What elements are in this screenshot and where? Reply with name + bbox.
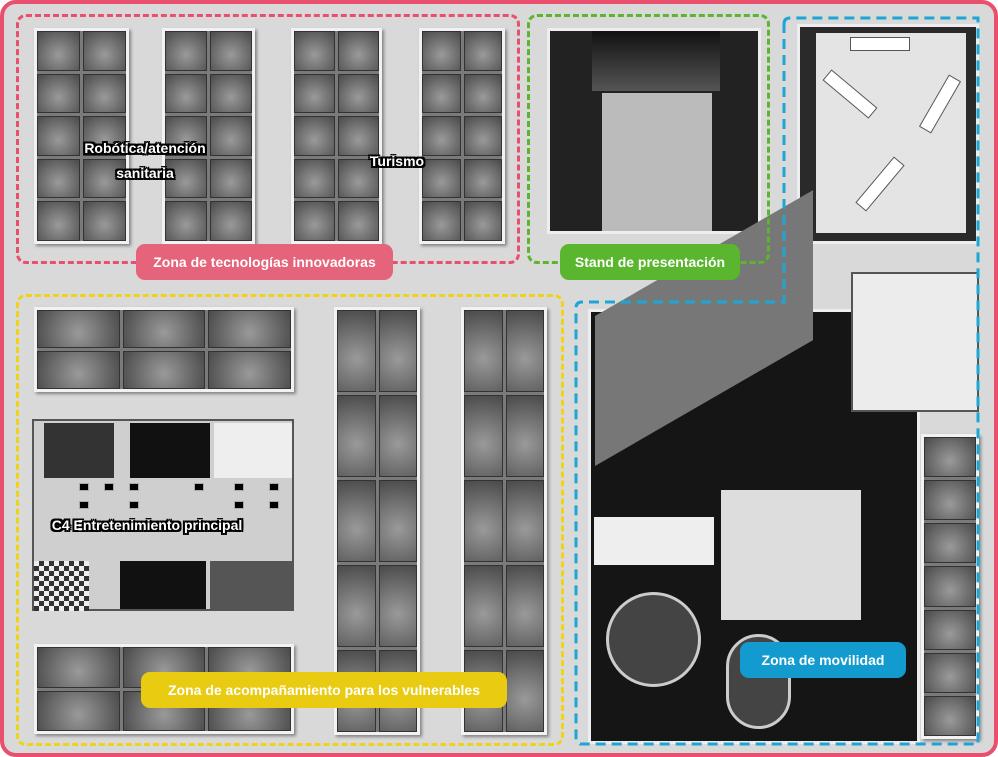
booth-robotics-1 xyxy=(34,28,129,244)
booth-vulnerable-top xyxy=(34,307,294,392)
area-label-tourism: Turismo xyxy=(369,153,425,169)
mobility-white-room xyxy=(851,272,979,412)
zone-label-mobility: Zona de movilidad xyxy=(740,642,906,678)
zone-vulnerable-outline xyxy=(16,294,564,746)
zone-mobility-outline xyxy=(574,16,980,746)
lounge-room xyxy=(797,24,979,244)
booth-tourism-1 xyxy=(291,28,382,244)
area-label-robotics: Robótica/atención sanitaria xyxy=(84,140,206,181)
booth-column-1 xyxy=(334,307,420,735)
zone-label-tech: Zona de tecnologías innovadoras xyxy=(136,244,393,280)
booth-robotics-2 xyxy=(162,28,255,244)
zone-label-stand: Stand de presentación xyxy=(560,244,740,280)
presentation-stand xyxy=(547,28,761,234)
booth-tourism-2 xyxy=(419,28,505,244)
mobility-cabinets xyxy=(921,434,979,739)
area-label-entertainment: C4 Entretenimiento principal xyxy=(51,517,243,533)
zone-label-vulnerable: Zona de acompañamiento para los vulnerab… xyxy=(141,672,507,708)
booth-column-2 xyxy=(461,307,547,735)
entertainment-area xyxy=(32,419,294,611)
